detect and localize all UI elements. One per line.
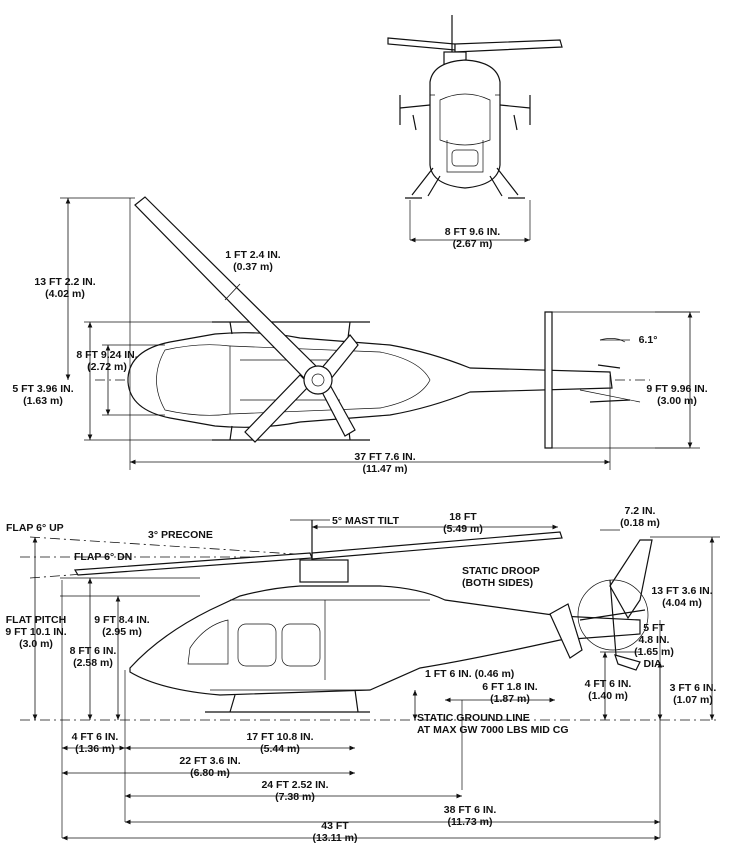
skid-clearance-label: 1 FT 6 IN. (0.46 m) bbox=[425, 668, 515, 680]
side-view bbox=[20, 519, 720, 841]
flap-up-label: FLAP 6° UP bbox=[6, 522, 64, 534]
length-label: 37 FT 7.6 IN.(11.47 m) bbox=[354, 451, 416, 475]
skid-length-label: 6 FT 1.8 IN.(1.87 m) bbox=[482, 681, 538, 705]
cabin-height-label: 8 FT 6 IN.(2.58 m) bbox=[69, 645, 117, 669]
nose-offset-label: 4 FT 6 IN.(1.36 m) bbox=[71, 731, 119, 755]
fuselage-width-label: 5 FT 3.96 IN.(1.63 m) bbox=[12, 383, 74, 407]
rotor-radius-label: 18 FT(5.49 m) bbox=[443, 511, 483, 535]
overall-length-label: 43 FT(13.11 m) bbox=[312, 820, 358, 844]
tail-offset-label: 7.2 IN.(0.18 m) bbox=[620, 505, 660, 529]
dim-38-label: 38 FT 6 IN.(11.73 m) bbox=[443, 804, 497, 828]
dim-24-label: 24 FT 2.52 IN.(7.38 m) bbox=[261, 779, 329, 803]
stab-angle-label: 6.1° bbox=[638, 334, 658, 346]
front-width-label: 8 FT 9.6 IN.(2.67 m) bbox=[444, 226, 501, 250]
stab-span-label: 9 FT 9.96 IN.(3.00 m) bbox=[646, 383, 708, 407]
rotor-height-label: 13 FT 2.2 IN.(4.02 m) bbox=[34, 276, 96, 300]
skid-span-label: 17 FT 10.8 IN.(5.44 m) bbox=[246, 731, 314, 755]
static-droop-label: STATIC DROOP(BOTH SIDES) bbox=[462, 565, 540, 589]
skid-width-label: 8 FT 9.24 IN.(2.72 m) bbox=[76, 349, 138, 373]
dim-22-label: 22 FT 3.6 IN.(6.80 m) bbox=[179, 755, 241, 779]
blade-chord-label: 1 FT 2.4 IN.(0.37 m) bbox=[225, 249, 281, 273]
front-view bbox=[387, 15, 563, 243]
tail-height-label: 13 FT 3.6 IN.(4.04 m) bbox=[651, 585, 713, 609]
precone-label: 3° PRECONE bbox=[148, 529, 213, 541]
mast-tilt-label: 5° MAST TILT bbox=[332, 515, 399, 527]
rotor-hub-height-label: 9 FT 8.4 IN.(2.95 m) bbox=[94, 614, 150, 638]
tail-skid-height-label: 3 FT 6 IN.(1.07 m) bbox=[669, 682, 717, 706]
flap-dn-label: FLAP 6° DN bbox=[74, 551, 133, 563]
top-view bbox=[60, 196, 700, 470]
tail-clearance-label: 4 FT 6 IN.(1.40 m) bbox=[584, 678, 632, 702]
